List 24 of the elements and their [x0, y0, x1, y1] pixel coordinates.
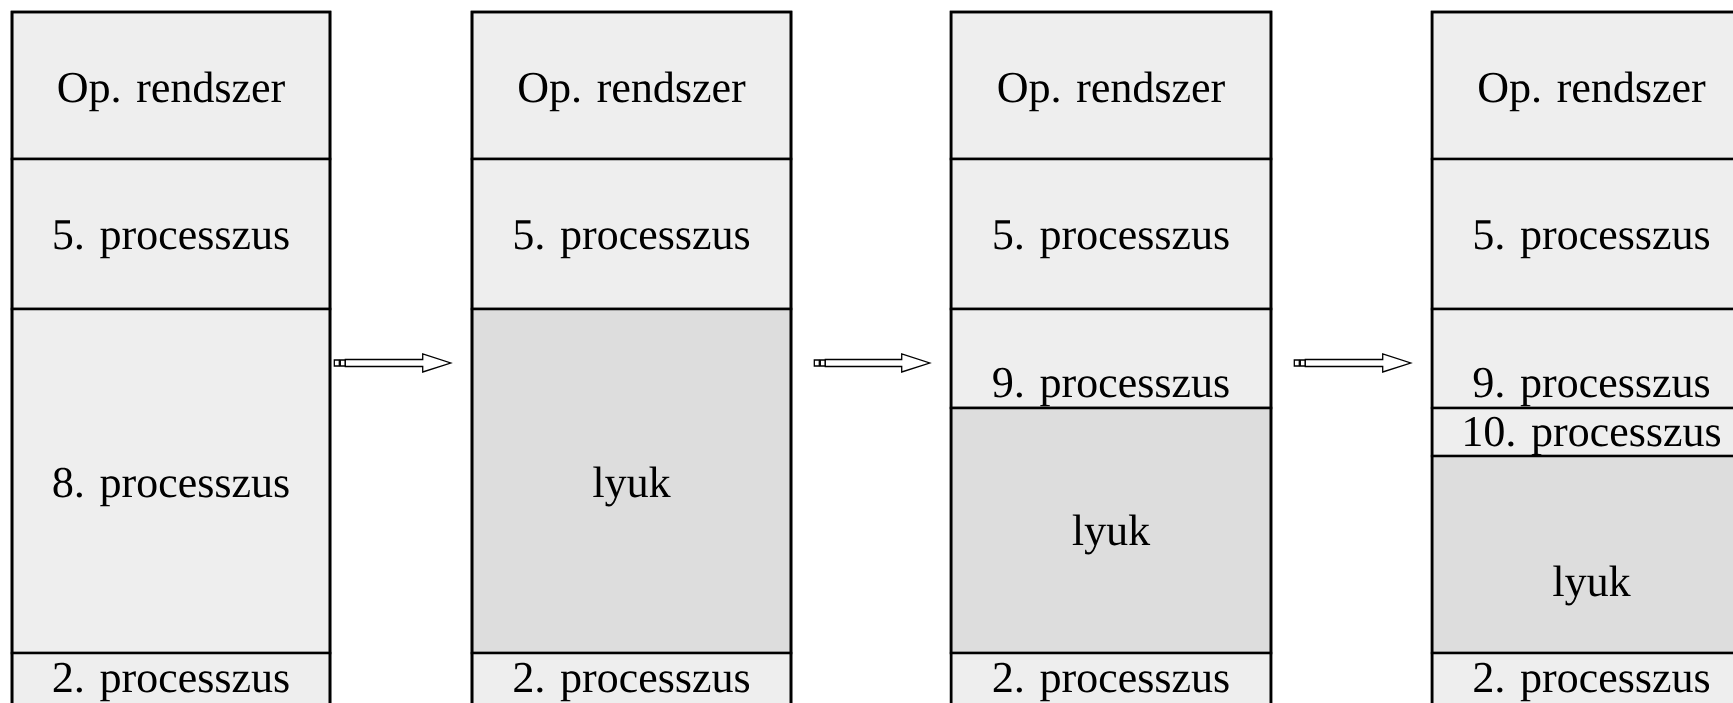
- memory-segment: 2. processzus: [470, 651, 793, 703]
- memory-segment: 5. processzus: [10, 157, 332, 311]
- block-arrow: [813, 353, 932, 373]
- memory-segment: Op. rendszer: [470, 10, 793, 161]
- memory-segment: 2. processzus: [10, 651, 332, 703]
- memory-segment: 9. processzus: [949, 307, 1273, 410]
- memory-column: [949, 10, 1273, 703]
- memory-column: [1430, 10, 1733, 703]
- hole-segment: lyuk: [949, 406, 1273, 655]
- memory-segment: Op. rendszer: [949, 10, 1273, 161]
- hole-segment: lyuk: [470, 307, 793, 655]
- block-arrow: [333, 353, 453, 373]
- memory-segment: 2. processzus: [949, 651, 1273, 703]
- memory-column: [10, 10, 332, 703]
- memory-segment: 5. processzus: [949, 157, 1273, 311]
- memory-segment: Op. rendszer: [1430, 10, 1733, 161]
- hole-segment: lyuk: [1430, 454, 1733, 655]
- memory-column: [470, 10, 793, 703]
- memory-segment: Op. rendszer: [10, 10, 332, 161]
- block-arrow: [1293, 353, 1413, 373]
- memory-segment: 5. processzus: [1430, 157, 1733, 311]
- memory-segment: 10. processzus: [1430, 406, 1733, 458]
- memory-segment: 5. processzus: [470, 157, 793, 311]
- memory-segment: 2. processzus: [1430, 651, 1733, 703]
